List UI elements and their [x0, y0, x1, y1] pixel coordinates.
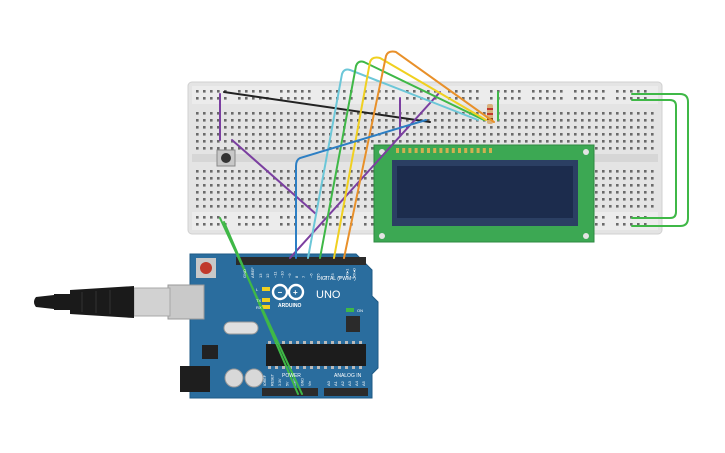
analog-pin-label: A1	[333, 380, 338, 386]
gnd-label: GND	[242, 269, 247, 278]
digital-pin-label: 4	[323, 275, 328, 278]
digital-pin-label: 2	[337, 275, 342, 278]
wire-cyan	[307, 68, 479, 259]
tx-label: TX	[256, 298, 261, 303]
digital-pin-label: ~9	[287, 273, 292, 278]
wire-green-data	[319, 60, 485, 259]
model-label: UNO	[316, 289, 341, 301]
power-pin-label: Vin	[308, 381, 312, 386]
wire-yellow	[333, 56, 487, 259]
digital-pin-label: 12	[265, 273, 270, 278]
digital-pin-label: ~3	[330, 273, 335, 278]
power-jack[interactable]	[180, 366, 210, 392]
wire-purple-diag-left	[231, 139, 317, 215]
analog-pin-label: A2	[340, 380, 345, 386]
wire-green-loop-inner	[631, 99, 677, 219]
brand-label: ARDUINO	[278, 303, 301, 309]
digital-pin-label: ~11	[272, 271, 277, 278]
power-pin-label: 3.3V	[278, 378, 282, 386]
digital-pin-label: TX▸1	[344, 268, 349, 278]
analog-pin-label: A5	[361, 380, 366, 386]
power-pin-label: 5V	[286, 381, 290, 386]
usb-cable-icon[interactable]	[34, 286, 171, 318]
analog-pin-label: A0	[326, 380, 331, 386]
analog-pin-label: A4	[354, 380, 359, 386]
usb-port[interactable]	[167, 284, 205, 320]
l-label: L	[256, 287, 259, 292]
digital-pin-label: ~5	[316, 273, 321, 278]
pushbutton-icon[interactable]	[216, 149, 236, 167]
power-pin-label: GND	[293, 378, 297, 386]
digital-pin-label: 7	[301, 275, 306, 278]
wire-green-power-2	[223, 221, 299, 395]
on-label: ON	[357, 308, 363, 313]
power-pin-label: RESET	[271, 373, 275, 386]
aref-label: AREF	[250, 267, 255, 278]
header-digital-label: DIGITAL (PWM~)	[317, 276, 356, 282]
power-pin-label: GND	[301, 378, 305, 386]
rx-label: RX	[256, 305, 262, 310]
wire-black	[223, 91, 431, 123]
power-pin-label: IOREF	[263, 374, 267, 386]
wires[interactable]	[219, 50, 689, 395]
wire-orange	[343, 50, 495, 259]
svg-text:−: −	[278, 288, 283, 297]
svg-text:+: +	[293, 288, 298, 297]
digital-pin-label: ~6	[308, 273, 313, 278]
header-analog-label: ANALOG IN	[334, 373, 362, 379]
wire-blue	[295, 119, 427, 259]
microcontroller-chip-icon	[266, 341, 366, 369]
arduino-logo-icon: − +	[271, 283, 305, 301]
analog-pin-label: A3	[347, 380, 352, 386]
lcd-module[interactable]	[373, 144, 595, 243]
digital-pin-label: RX◂0	[352, 267, 357, 278]
lcd-pin-header	[396, 148, 492, 153]
header-power-label: POWER	[282, 373, 301, 379]
digital-pin-label: 13	[258, 273, 263, 278]
digital-pin-label: ~10	[280, 270, 285, 278]
wire-purple-long	[289, 91, 441, 259]
wire-green-loop-outer	[631, 93, 689, 227]
digital-pin-label: 8	[294, 275, 299, 278]
reset-button[interactable]	[200, 262, 212, 274]
